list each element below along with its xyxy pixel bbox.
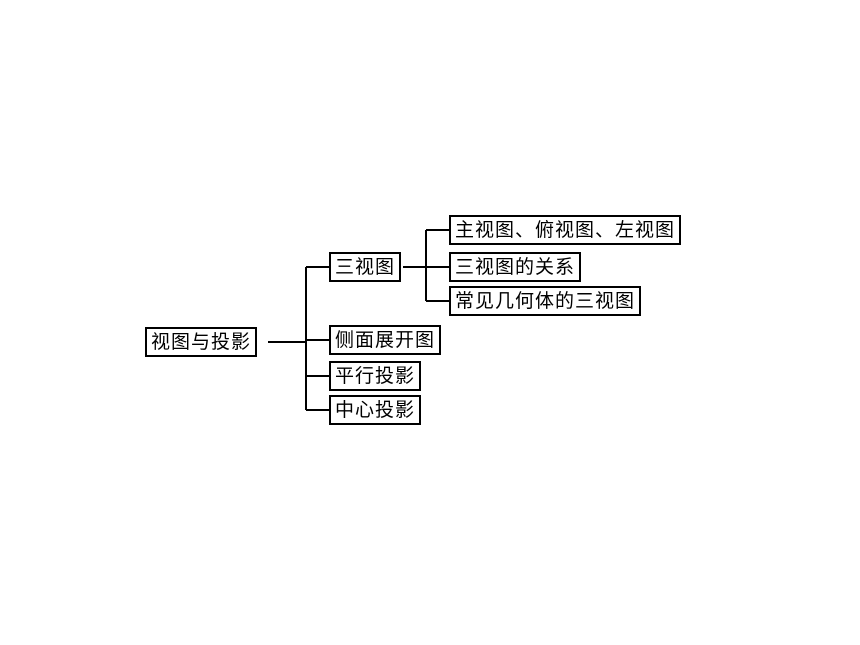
node-pingxing-touying: 平行投影 <box>329 361 422 391</box>
node-cemian-zhankaitu: 侧面展开图 <box>329 325 442 355</box>
node-three-views: 主视图、俯视图、左视图 <box>449 215 682 245</box>
node-common-solids: 常见几何体的三视图 <box>449 286 642 316</box>
node-sanshitu: 三视图 <box>329 252 402 282</box>
node-view-relation: 三视图的关系 <box>449 252 582 282</box>
node-zhongxin-touying: 中心投影 <box>329 395 422 425</box>
root-node: 视图与投影 <box>145 327 258 357</box>
